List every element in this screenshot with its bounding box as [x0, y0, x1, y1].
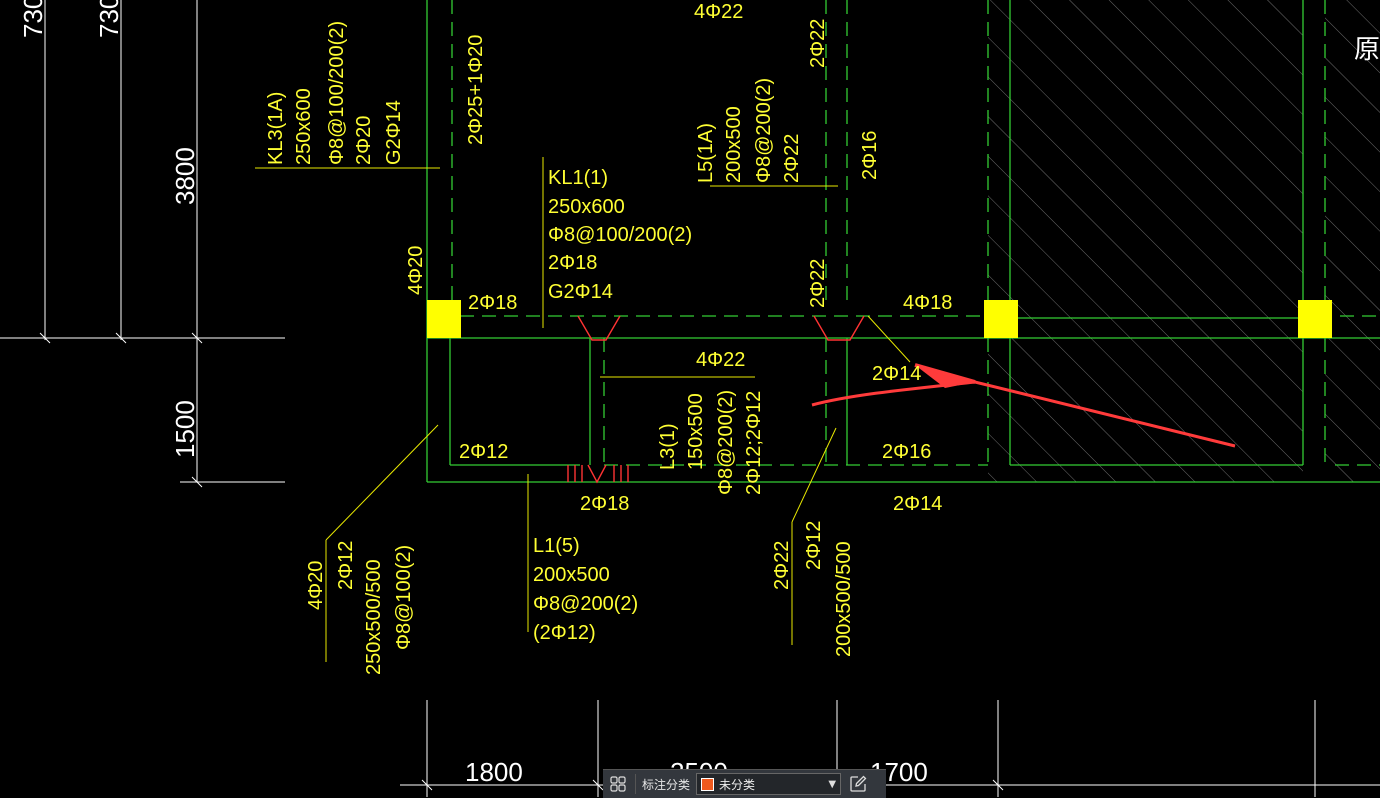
l3-bars: 2Φ12;2Φ12 [743, 391, 765, 495]
vert-rebar-label: 2Φ22 [807, 259, 829, 308]
l1-size: 200x500 [533, 564, 610, 586]
col-rebar-left: 4Φ20 [405, 246, 427, 295]
annotation-category-label: 标注分类 [642, 777, 691, 792]
dim-text: 730 [18, 0, 48, 38]
l5-stirrup: Φ8@200(2) [753, 78, 775, 183]
vert-rebar-label: 2Φ25+1Φ20 [465, 35, 487, 145]
bottom-rebar-label: 2Φ16 [882, 441, 931, 463]
l1-bars: (2Φ12) [533, 622, 596, 644]
dim-text: 原 [1354, 34, 1380, 64]
left-col-label: Φ8@100(2) [393, 545, 415, 650]
l5-name: L5(1A) [695, 123, 717, 183]
dimension-lines-bottom [400, 700, 1380, 797]
column-square[interactable] [984, 300, 1018, 338]
left-col-label: 250x500/500 [363, 559, 385, 675]
beam-rebar-label-arrow[interactable]: 2Φ14 [872, 363, 921, 385]
l3-stirrup: Φ8@200(2) [715, 390, 737, 495]
bottom-rebar-label: 2Φ12 [459, 441, 508, 463]
grid-icon [610, 776, 626, 792]
vert-rebar-label: 2Φ16 [859, 131, 881, 180]
edit-icon [850, 775, 867, 792]
kl3-stirrup: Φ8@100/200(2) [326, 21, 348, 165]
column-square[interactable] [427, 300, 461, 338]
dim-text: 1500 [170, 400, 200, 458]
left-col-label: 2Φ12 [335, 541, 357, 590]
hatched-slab [988, 0, 1303, 482]
chevron-down-icon: ▼ [828, 778, 837, 790]
bottom-rebar-label: 2Φ18 [580, 493, 629, 515]
bottom-rebar-label: 2Φ14 [893, 493, 942, 515]
beam-dashed-lines [451, 0, 1380, 466]
l1-name: L1(5) [533, 535, 580, 557]
grid-icon[interactable] [603, 770, 633, 798]
l3-size: 150x500 [685, 393, 707, 470]
category-selected-value: 未分类 [719, 777, 756, 792]
mid-col-label: 2Φ12 [803, 521, 825, 570]
section-marks [567, 315, 865, 484]
l3-name: L3(1) [657, 423, 679, 470]
beam-rebar-label: 2Φ18 [468, 292, 517, 314]
mid-col-label: 200x500/500 [833, 541, 855, 657]
vert-rebar-label: 2Φ22 [807, 19, 829, 68]
kl3-name: KL3(1A) [265, 92, 287, 165]
category-color-swatch [701, 777, 715, 791]
beam-rebar-label: 4Φ22 [696, 349, 745, 371]
kl1-side: G2Φ14 [548, 281, 613, 303]
kl1-top: 2Φ18 [548, 252, 597, 274]
top-rebar-label: 4Φ22 [694, 1, 743, 23]
left-col-label: 4Φ20 [305, 561, 327, 610]
kl3-top: 2Φ20 [353, 116, 375, 165]
dim-text: 3800 [170, 147, 200, 205]
kl3-size: 250x600 [293, 88, 315, 165]
column-square[interactable] [1298, 300, 1332, 338]
mid-col-label: 2Φ22 [771, 541, 793, 590]
l1-stirrup: Φ8@200(2) [533, 593, 638, 615]
annotation-toolbar: 标注分类 未分类 ▼ [603, 769, 886, 798]
dim-text: 730 [94, 0, 124, 38]
kl1-name: KL1(1) [548, 167, 608, 189]
l5-size: 200x500 [723, 106, 745, 183]
kl3-side: G2Φ14 [383, 100, 405, 165]
beam-rebar-label: 4Φ18 [903, 292, 952, 314]
kl1-stirrup: Φ8@100/200(2) [548, 224, 692, 246]
dim-text: 1800 [465, 757, 523, 787]
kl1-size: 250x600 [548, 196, 625, 218]
red-annotation-arrow [811, 363, 1236, 448]
l5-top: 2Φ22 [781, 134, 803, 183]
edit-icon[interactable] [841, 770, 875, 798]
dimension-lines-left [0, 0, 285, 488]
toolbar-divider [635, 774, 636, 794]
category-select[interactable]: 未分类 ▼ [696, 773, 842, 795]
leader-lines [255, 157, 911, 662]
hatched-slab [1325, 0, 1380, 482]
beam-solid-lines [426, 0, 1380, 483]
